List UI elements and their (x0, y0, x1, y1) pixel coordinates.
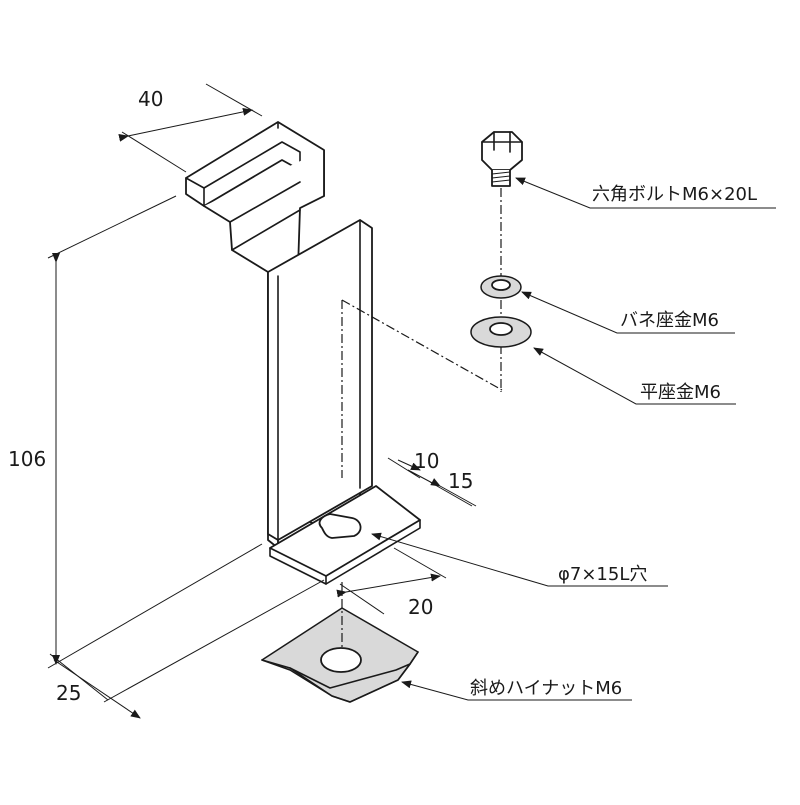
leader-lines (371, 177, 776, 701)
angled-nut (261, 582, 419, 703)
label-hex-bolt: 六角ボルトM6×20L (592, 184, 757, 205)
bracket (185, 121, 503, 585)
dim-height: 106 (8, 447, 46, 471)
flat-washer (470, 316, 532, 348)
dim-slot-offset-c: 20 (408, 595, 433, 619)
label-slot-hole: φ7×15L穴 (558, 564, 647, 585)
dim-slot-offset-b: 15 (448, 469, 473, 493)
spring-washer (480, 275, 522, 299)
hex-bolt (481, 131, 523, 392)
dim-slot-offset-a: 10 (414, 449, 439, 473)
label-flat-washer: 平座金M6 (640, 382, 721, 403)
label-spring-washer: バネ座金M6 (620, 310, 719, 331)
slot-hole (318, 513, 362, 539)
dim-width-top: 40 (138, 87, 163, 111)
label-angled-nut: 斜めハイナットM6 (470, 678, 622, 699)
dimension-lines (47, 83, 477, 719)
dim-depth: 25 (56, 681, 81, 705)
